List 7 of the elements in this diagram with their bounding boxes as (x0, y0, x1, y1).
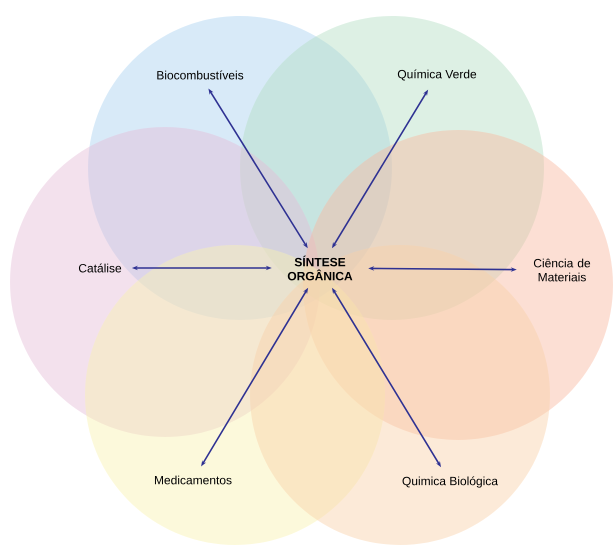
topic-label: Ciência de Materiais (534, 258, 590, 282)
title-label: SÍNTESE ORGÂNICA (288, 256, 352, 280)
topic-label: Medicamentos (154, 476, 232, 484)
topic-label: Biocombustíveis (157, 70, 244, 80)
topic-label: Química Verde (398, 69, 476, 81)
topic-label: Catálise (78, 264, 122, 272)
topic-label: Quimica Biológica (402, 476, 498, 488)
